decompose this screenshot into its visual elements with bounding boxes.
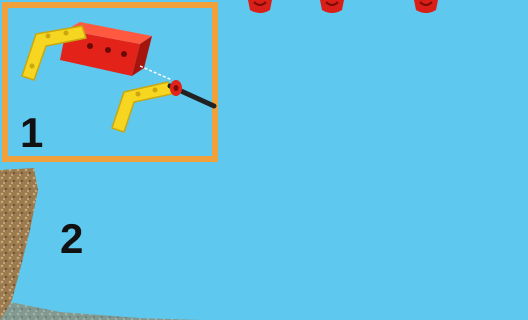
step-number-1: 1 bbox=[20, 112, 43, 154]
step-number-2: 2 bbox=[60, 218, 83, 260]
